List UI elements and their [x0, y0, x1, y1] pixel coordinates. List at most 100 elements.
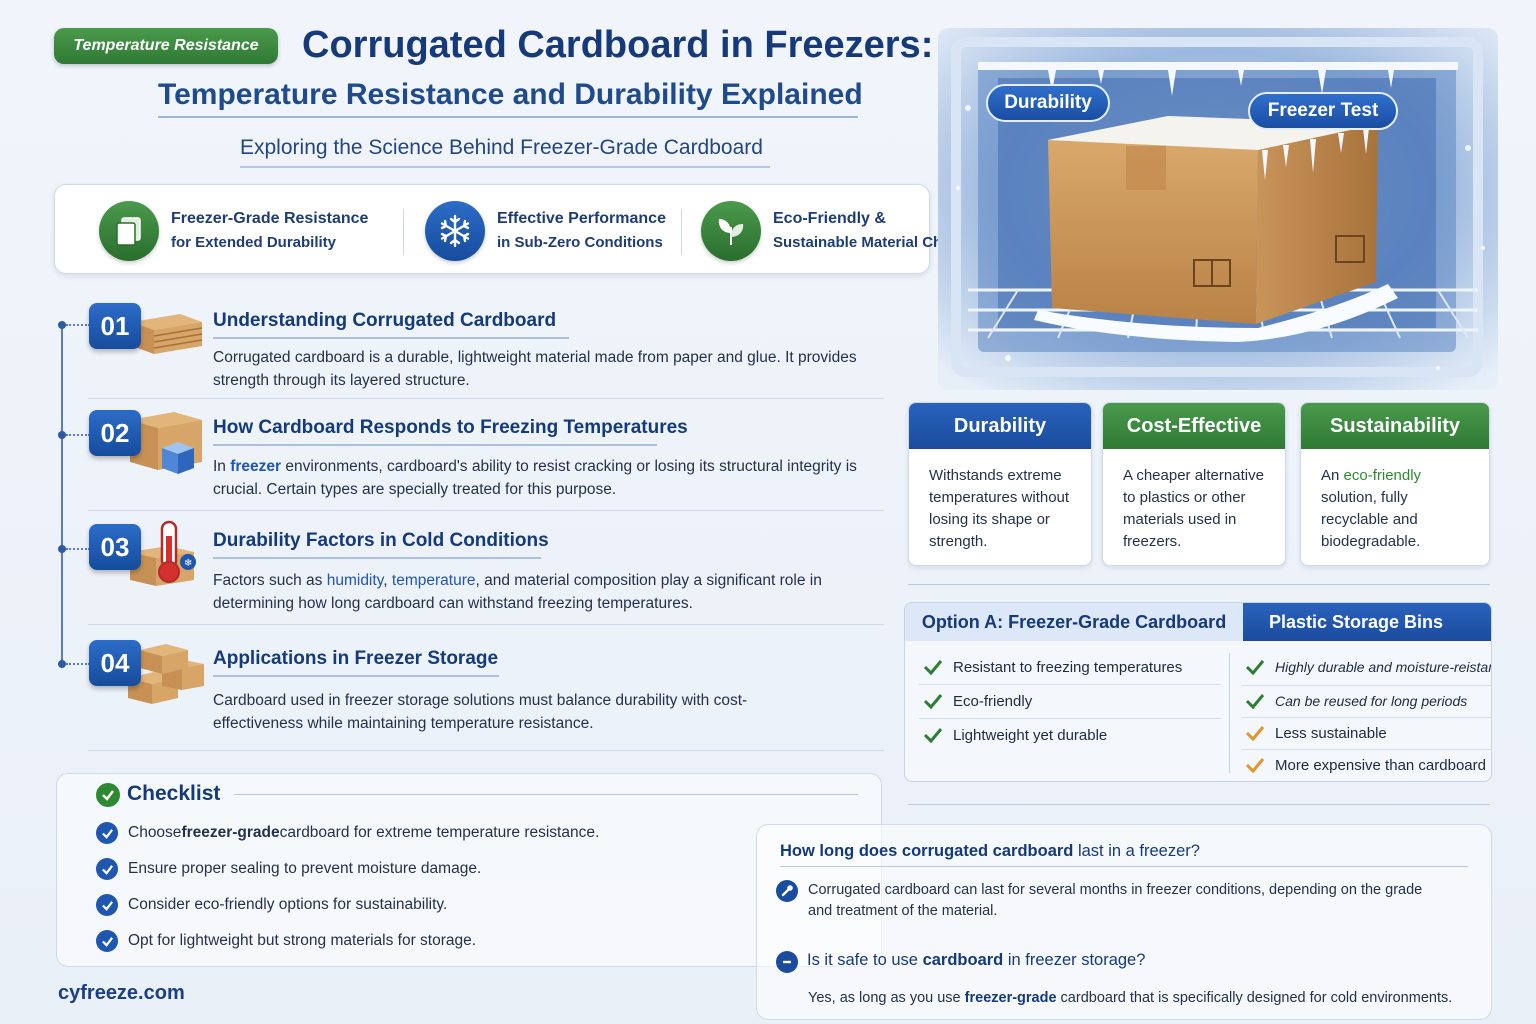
- timeline-connector: [66, 663, 90, 665]
- faq-answer-text: can last for several months in freezer c…: [808, 882, 1423, 919]
- column-divider: [1229, 653, 1230, 773]
- feature-line2: in Sub-Zero Conditions: [497, 234, 663, 251]
- section-divider: [88, 398, 884, 399]
- body-text: environments, cardboard's ability to res…: [213, 458, 857, 498]
- checklist-rule: [234, 794, 858, 795]
- checklist-bold: freezer-grade: [181, 824, 280, 841]
- section-number: 02: [89, 410, 141, 456]
- faq-answer-bold: freezer-grade: [964, 990, 1057, 1006]
- row-divider: [1241, 717, 1491, 718]
- faq-answer: Corrugated cardboard can last for severa…: [808, 880, 1448, 922]
- body-text: In: [213, 458, 231, 475]
- highlight-text: temperature: [391, 572, 476, 589]
- checkmark-icon: [923, 728, 943, 744]
- page-subtitle: Temperature Resistance and Durability Ex…: [158, 78, 863, 118]
- divider: [908, 804, 1490, 805]
- checklist-panel: [56, 773, 882, 967]
- feature-line1: Effective Performance: [497, 210, 666, 227]
- section-divider: [88, 624, 884, 625]
- faq-answer: Yes, as long as you use freezer-grade ca…: [808, 988, 1468, 1009]
- section-body: Corrugated cardboard is a durable, light…: [213, 349, 857, 389]
- timeline-dot: [58, 321, 66, 329]
- layers-icon: [99, 201, 159, 261]
- checkmark-icon: [96, 822, 118, 844]
- timeline-dot: [58, 660, 66, 668]
- freezer-box-illustration: [938, 28, 1498, 390]
- row-divider: [1241, 685, 1491, 686]
- section-divider: [88, 510, 884, 511]
- checklist-item: Choose freezer-grade cardboard for extre…: [96, 822, 599, 844]
- checkmark-icon: [923, 660, 943, 676]
- section-number: 01: [89, 303, 141, 349]
- checklist-item: Opt for lightweight but strong materials…: [96, 930, 476, 952]
- section-number: 03: [89, 524, 141, 570]
- timeline-connector: [66, 548, 90, 550]
- feature-line2: for Extended Durability: [171, 234, 337, 251]
- durability-badge: Durability: [986, 84, 1110, 122]
- faq-answer-lead: Corrugated cardboard: [808, 882, 950, 898]
- feature-freezer-grade: Freezer-Grade Resistance for Extended Du…: [99, 201, 368, 261]
- topic-tag: Temperature Resistance: [54, 28, 278, 64]
- section-number: 04: [89, 640, 141, 686]
- checklist-item: Consider eco-friendly options for sustai…: [96, 894, 447, 916]
- comparison-header-b: Plastic Storage Bins: [1243, 603, 1491, 641]
- card-highlight: eco-friendly: [1343, 467, 1422, 484]
- option-b-text: Can be reused for long periods: [1275, 693, 1468, 709]
- option-a-text: Resistant to freezing temperatures: [953, 658, 1183, 676]
- checklist-text: Opt for lightweight but strong materials…: [128, 932, 477, 949]
- faq-question[interactable]: How long does corrugated cardboard last …: [780, 842, 1200, 861]
- timeline-dot: [58, 545, 66, 553]
- faq-answer-text: cardboard that is specifically designed …: [1056, 990, 1453, 1006]
- checkmark-icon: [96, 930, 118, 952]
- option-b-item: Can be reused for long periods: [1245, 691, 1467, 711]
- page-tagline: Exploring the Science Behind Freezer-Gra…: [240, 136, 770, 168]
- option-b-item: Less sustainable: [1245, 723, 1387, 743]
- highlight-text: humidity: [326, 572, 384, 589]
- section-body: In freezer environments, cardboard's abi…: [213, 455, 893, 501]
- card-body: A cheaper alternative to plastics or oth…: [1123, 467, 1264, 550]
- checkmark-icon: [96, 858, 118, 880]
- highlight-text: freezer: [230, 458, 282, 475]
- option-b-item: Highly durable and moisture-reistant: [1245, 657, 1491, 677]
- row-divider: [919, 684, 1221, 685]
- feature-eco: Eco-Friendly & Sustainable Material Choi…: [701, 201, 972, 261]
- site-url[interactable]: cyfreeze.com: [58, 982, 185, 1004]
- leaf-icon: [701, 201, 761, 261]
- feature-line2: Sustainable Material Choice: [773, 234, 973, 251]
- checkmark-icon: [923, 694, 943, 710]
- card-body: An eco-friendly solution, fully recyclab…: [1301, 449, 1489, 553]
- timeline-connector: [66, 324, 90, 326]
- wrench-icon: [776, 880, 798, 902]
- option-a-text: Lightweight yet durable: [953, 726, 1108, 744]
- faq-question-text: Is it safe to use: [807, 951, 923, 969]
- row-divider: [1241, 749, 1491, 750]
- option-a-item: Eco-friendly: [923, 691, 1032, 711]
- caution-check-icon: [1245, 758, 1265, 774]
- card-cost-effective: Cost-Effective A cheaper alternative to …: [1102, 402, 1286, 566]
- timeline-line: [61, 323, 63, 665]
- body-text: , and material composition play a signif…: [213, 572, 822, 612]
- section-body: Factors such as humidity, temperature, a…: [213, 569, 893, 615]
- feature-divider: [403, 209, 404, 255]
- freezer-illustration: Durability Freezer Test: [938, 28, 1498, 390]
- section-title: How Cardboard Responds to Freezing Tempe…: [213, 417, 688, 446]
- timeline-connector: [66, 434, 90, 436]
- faq-question-text: last in a freezer?: [1073, 842, 1200, 860]
- check-circle-icon: [96, 783, 120, 807]
- checkmark-icon: [96, 894, 118, 916]
- feature-line1: Freezer-Grade Resistance: [171, 210, 369, 227]
- faq-question[interactable]: Is it safe to use cardboard in freezer s…: [807, 951, 1145, 970]
- card-title: Durability: [909, 403, 1091, 449]
- collapse-minus-icon[interactable]: [776, 951, 798, 973]
- option-b-text: Less sustainable: [1275, 724, 1387, 742]
- page-title: Corrugated Cardboard in Freezers:: [302, 24, 934, 66]
- faq-question-bold: cardboard: [922, 951, 1004, 969]
- checklist-text: Choose: [128, 824, 182, 841]
- section-divider: [88, 750, 884, 751]
- card-body: Withstands extreme temperatures without …: [929, 467, 1070, 550]
- card-title: Cost-Effective: [1103, 403, 1285, 449]
- feature-line1: Eco-Friendly &: [773, 210, 886, 227]
- faq-answer-text: Yes, as long as you use: [808, 990, 965, 1006]
- svg-text:❄: ❄: [184, 558, 192, 569]
- section-body: Cardboard used in freezer storage soluti…: [213, 692, 748, 732]
